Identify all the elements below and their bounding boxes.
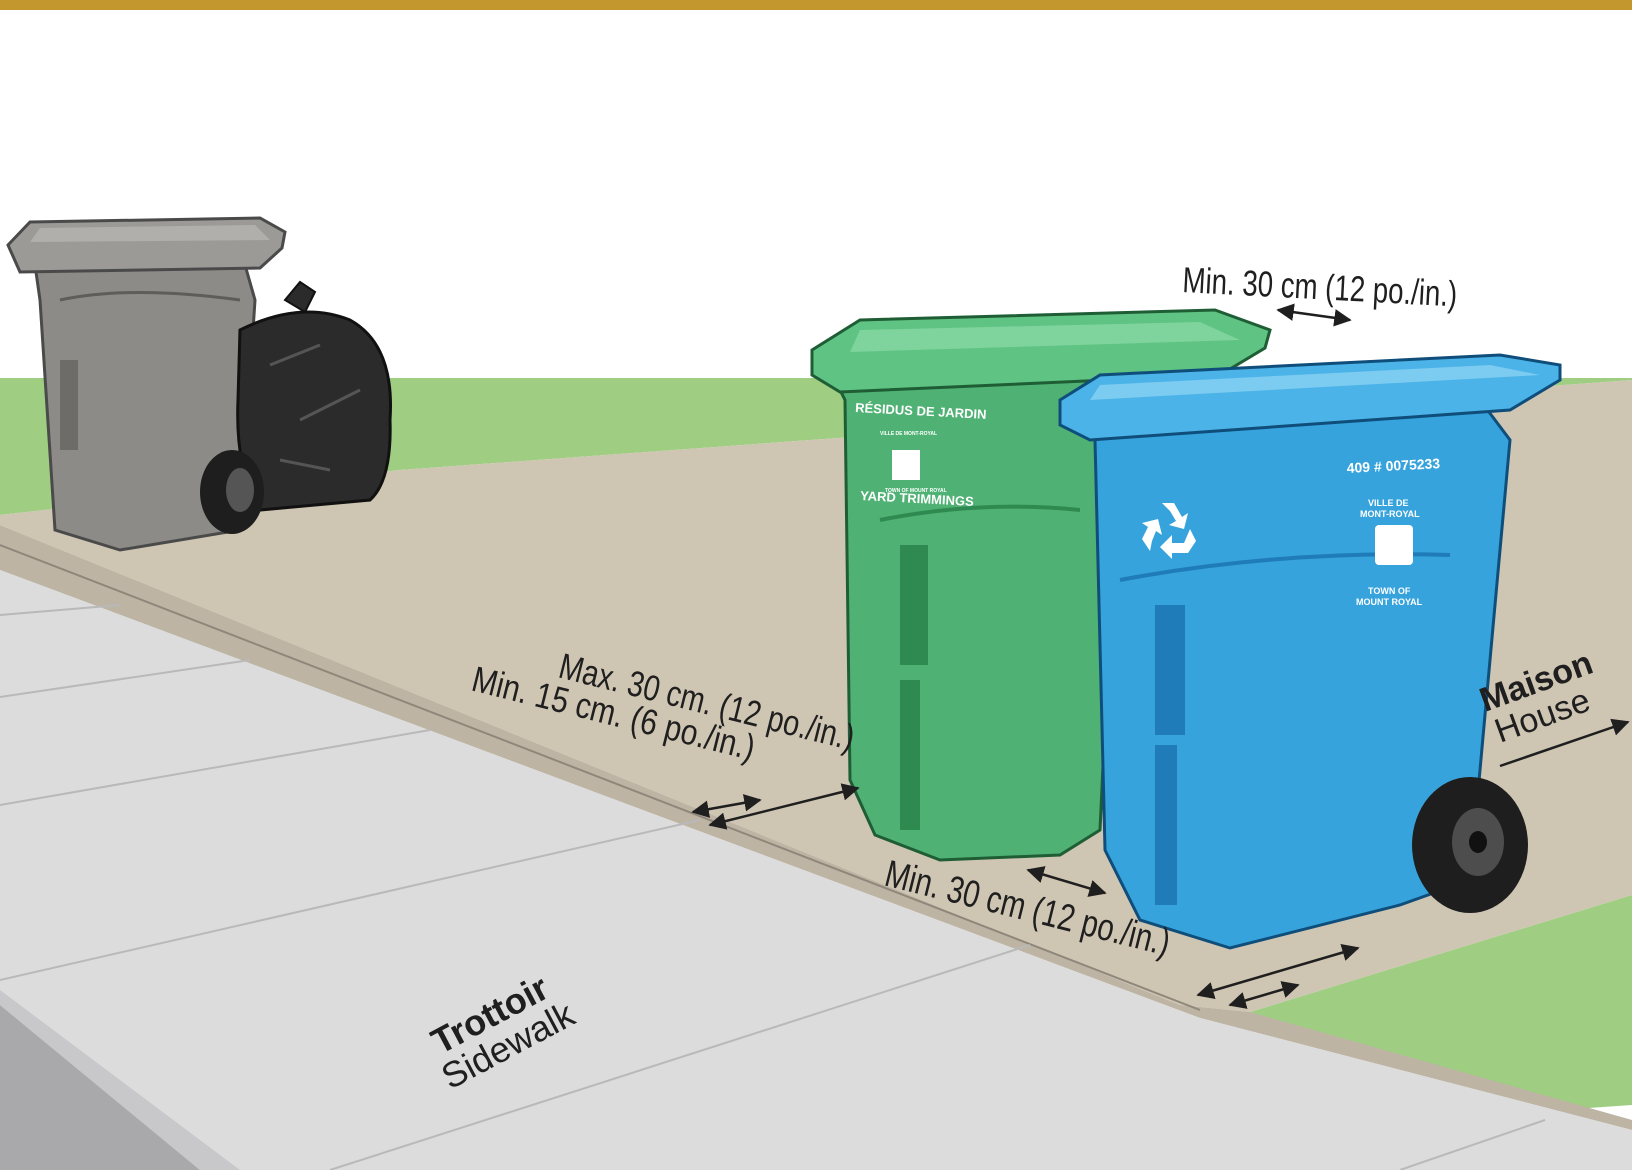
blue-bin-wheel <box>1412 777 1528 913</box>
top-spacing-label: Min. 30 cm (12 po./in.) <box>1182 259 1459 314</box>
grey-bin-wheel <box>200 450 264 534</box>
blue-bin-town-fr-1: VILLE DE <box>1368 498 1409 508</box>
blue-bin-town-en-1: TOWN OF <box>1368 586 1411 596</box>
blue-bin-town-crest-icon <box>1375 525 1413 565</box>
green-bin-town-crest-icon <box>892 450 920 480</box>
blue-bin-town-en-2: MOUNT ROYAL <box>1356 597 1423 607</box>
top-spacing-arrow <box>1278 310 1350 320</box>
green-bin-town: VILLE DE MONT-ROYAL <box>880 431 937 437</box>
blue-bin-town-fr-2: MONT-ROYAL <box>1360 509 1420 519</box>
top-gold-bar <box>0 0 1632 10</box>
